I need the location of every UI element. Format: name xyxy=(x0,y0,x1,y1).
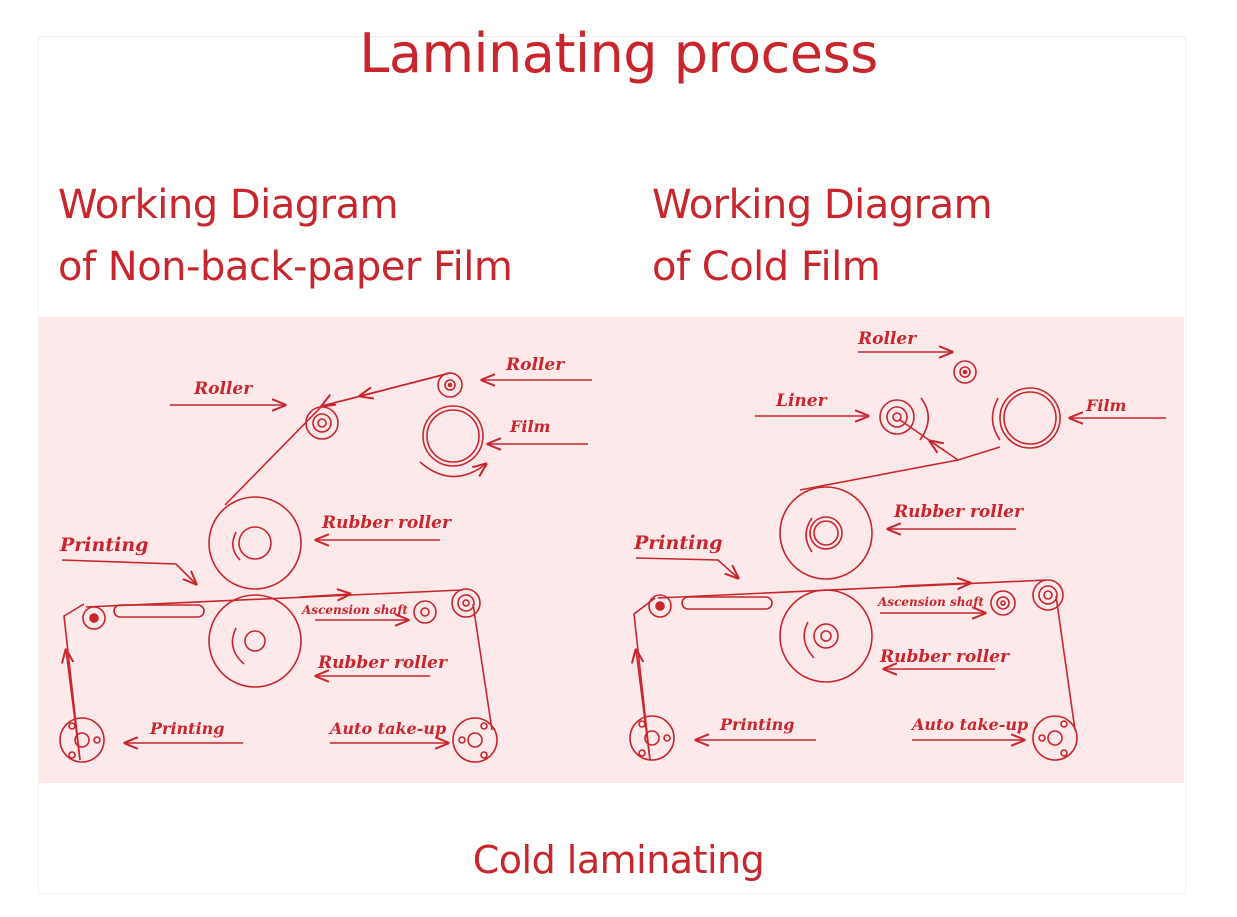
right-lower-rubber-roller xyxy=(779,589,873,683)
right-label-rubber-roller-bottom: Rubber roller xyxy=(879,647,1010,667)
left-label-roller-top: Roller xyxy=(505,355,565,375)
right-liner-reel xyxy=(879,397,930,441)
right-top-roller xyxy=(953,360,977,384)
left-belt-start-roller xyxy=(82,606,106,630)
left-labels: Roller Roller Film Rubber roller Printin… xyxy=(59,355,565,738)
left-heading-line-1: Working Diagram xyxy=(58,182,399,228)
left-diagram-heading: Working Diagram of Non-back-paper Film xyxy=(58,174,513,298)
left-ascension-shaft-roller xyxy=(413,600,437,624)
left-lower-rubber-roller xyxy=(208,594,302,688)
right-ascension-shaft-roller xyxy=(990,590,1016,616)
left-label-rubber-roller-bottom: Rubber roller xyxy=(317,653,448,673)
right-label-printing-in: Printing xyxy=(633,532,722,554)
right-label-auto-take-up: Auto take-up xyxy=(910,715,1028,734)
left-label-roller-guide: Roller xyxy=(193,379,253,399)
right-take-up-reel xyxy=(1032,715,1078,761)
left-take-up-reel xyxy=(452,717,498,763)
right-corner-roller xyxy=(1032,579,1064,611)
right-diagram-heading: Working Diagram of Cold Film xyxy=(652,174,993,298)
page-frame xyxy=(38,36,1186,894)
right-label-liner: Liner xyxy=(775,391,828,411)
diagram-panel xyxy=(39,317,1184,783)
left-film-path xyxy=(224,372,451,506)
left-guide-roller xyxy=(305,406,339,440)
right-heading-line-1: Working Diagram xyxy=(652,182,993,228)
left-label-film: Film xyxy=(509,417,550,436)
left-label-ascension-shaft: Ascension shaft xyxy=(301,603,408,617)
footer-caption: Cold laminating xyxy=(472,838,765,882)
right-label-film: Film xyxy=(1085,396,1126,415)
left-film-roll xyxy=(419,405,486,478)
right-label-roller: Roller xyxy=(857,329,917,349)
left-label-printing-in: Printing xyxy=(59,534,148,556)
right-upper-rubber-roller xyxy=(779,486,873,580)
right-film-roll xyxy=(991,387,1061,449)
left-heading-line-2: of Non-back-paper Film xyxy=(58,244,513,290)
right-diagram xyxy=(629,352,1166,761)
right-printing-reel xyxy=(629,715,675,761)
right-belt-start-roller xyxy=(648,594,672,618)
right-belt xyxy=(633,579,1076,761)
right-labels: Roller Liner Film Rubber roller Printing… xyxy=(633,329,1126,734)
left-diagram xyxy=(59,372,592,763)
right-film-path xyxy=(799,446,1001,491)
left-label-auto-take-up: Auto take-up xyxy=(328,719,446,738)
right-label-printing-out: Printing xyxy=(719,715,794,734)
right-heading-line-2: of Cold Film xyxy=(652,244,881,290)
left-label-printing-out: Printing xyxy=(149,719,224,738)
left-corner-roller xyxy=(451,588,481,618)
left-printing-reel xyxy=(59,717,105,763)
right-label-rubber-roller-top: Rubber roller xyxy=(893,502,1024,522)
left-label-rubber-roller-top: Rubber roller xyxy=(321,513,452,533)
left-upper-rubber-roller xyxy=(208,496,302,590)
right-label-ascension-shaft: Ascension shaft xyxy=(877,595,984,609)
page-title: Laminating process xyxy=(359,22,878,85)
left-top-roller xyxy=(437,372,463,398)
